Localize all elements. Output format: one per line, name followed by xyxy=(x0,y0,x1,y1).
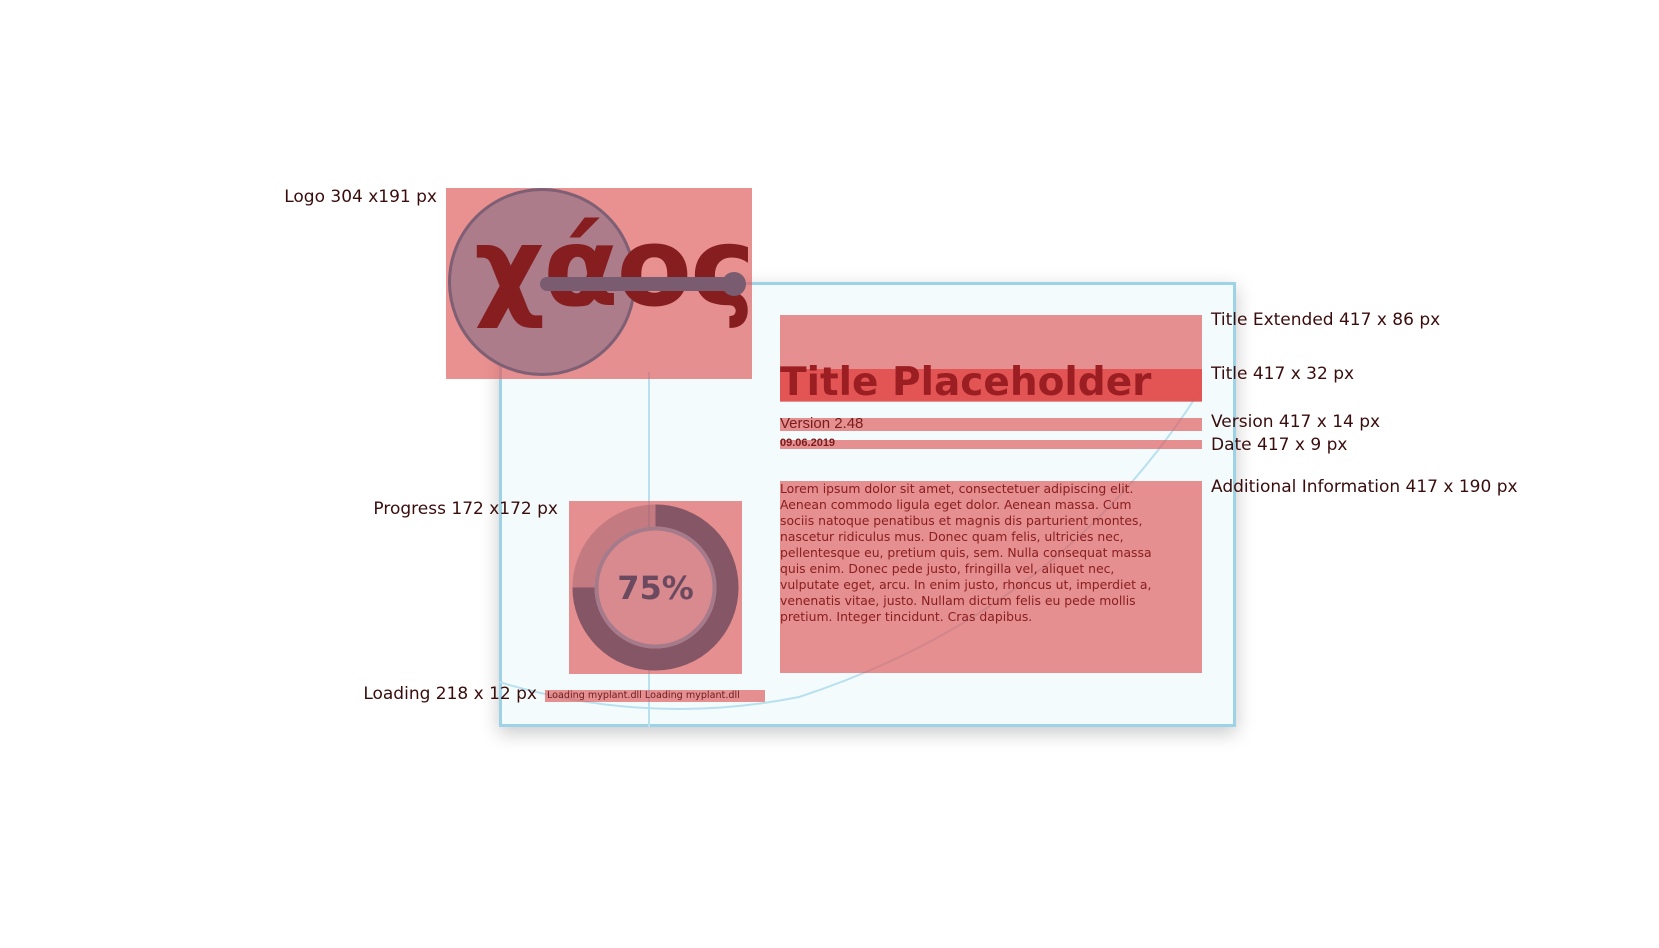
additional-info-text: Lorem ipsum dolor sit amet, consectetuer… xyxy=(780,481,1152,624)
title-extended-annotation: Title Extended 417 x 86 px xyxy=(1211,310,1441,330)
date-placeholder xyxy=(780,440,1202,449)
date-annotation: Date 417 x 9 px xyxy=(1211,435,1348,455)
logo-text: χάος xyxy=(474,203,755,331)
date-text: 09.06.2019 xyxy=(780,437,836,449)
logo-dot xyxy=(722,272,746,296)
logo-annotation: Logo 304 x191 px xyxy=(284,187,437,207)
title-text: Title Placeholder xyxy=(780,360,1152,405)
loading-placeholder xyxy=(545,690,765,702)
progress-inner xyxy=(594,526,717,649)
progress-label: 75% xyxy=(617,569,694,607)
loading-text: Loading myplant.dll Loading myplant.dll xyxy=(547,690,740,701)
progress-ring: 75% xyxy=(572,504,739,671)
version-placeholder xyxy=(780,418,1202,431)
additional-info-annotation: Additional Information 417 x 190 px xyxy=(1211,477,1518,497)
additional-info-placeholder xyxy=(780,481,1202,673)
version-annotation: Version 417 x 14 px xyxy=(1211,412,1381,432)
title-placeholder xyxy=(780,369,1202,401)
progress-annotation: Progress 172 x172 px xyxy=(373,499,558,519)
logo-bar xyxy=(540,277,735,291)
title-annotation: Title 417 x 32 px xyxy=(1211,364,1355,384)
progress-arc xyxy=(572,504,739,671)
version-text: Version 2.48 xyxy=(780,415,864,432)
loading-annotation: Loading 218 x 12 px xyxy=(363,684,537,704)
